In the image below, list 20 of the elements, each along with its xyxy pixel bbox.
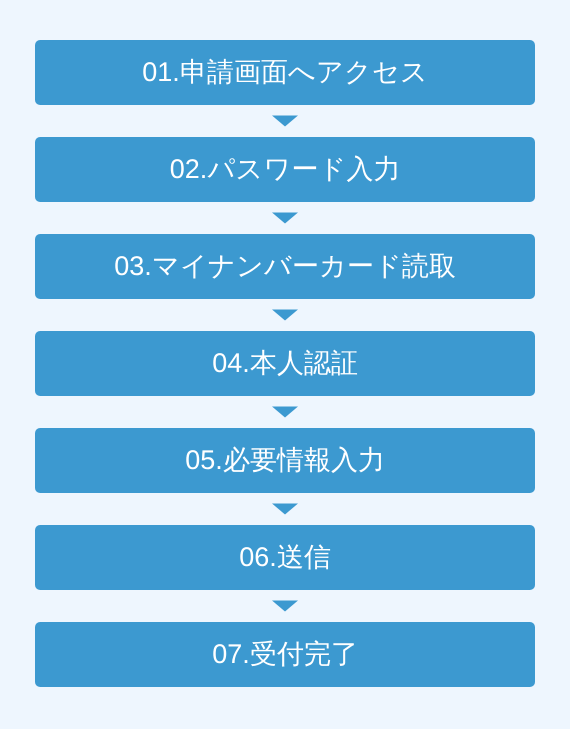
process-box <box>35 622 535 687</box>
arrow <box>272 310 298 320</box>
process-box <box>35 331 535 396</box>
process-box <box>35 137 535 202</box>
step-label: 02.パスワード入力 <box>170 153 400 186</box>
arrow <box>272 600 298 612</box>
process-box <box>35 234 535 299</box>
step-label: 01.申請画面へアクセス <box>142 56 428 89</box>
step-label: 05.必要情報入力 <box>185 444 385 477</box>
step-label: 04.本人認証 <box>212 347 358 380</box>
step-label: 07.受付完了 <box>212 638 358 671</box>
process-box <box>35 428 535 493</box>
process-box <box>35 40 535 105</box>
step-label: 06.送信 <box>239 541 331 574</box>
arrow <box>272 504 298 514</box>
arrow <box>272 116 298 126</box>
arrow <box>272 406 298 418</box>
step-label: 03.マイナンバーカード読取 <box>114 250 456 283</box>
arrow <box>272 212 298 224</box>
process-box <box>35 525 535 590</box>
